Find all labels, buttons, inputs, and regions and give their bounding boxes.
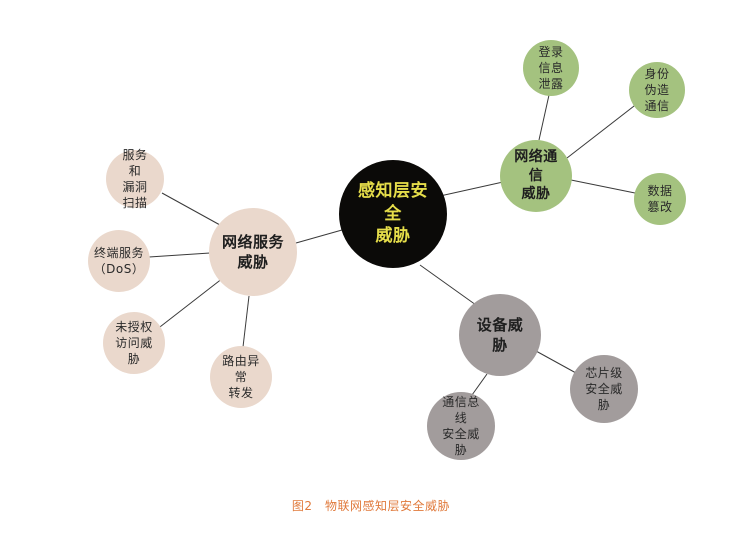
link-center-device: [419, 264, 477, 306]
link-network-service-leaf-2: [148, 252, 211, 258]
link-device-leaf-2: [471, 373, 488, 396]
leaf-label-line-1: 未授权: [115, 319, 153, 334]
link-network-service-leaf-4: [242, 295, 250, 348]
leaf-label-line-2: 安全威胁: [585, 381, 623, 413]
leaf-label-line-2: 伪造通信: [644, 82, 670, 114]
leaf-label-line-1: 身份: [644, 66, 670, 81]
category-node-device: 设备威胁: [459, 294, 541, 376]
leaf-node-unauthorized-access: 未授权 访问威胁: [103, 312, 165, 374]
leaf-node-data-tampering: 数据 篡改: [634, 173, 686, 225]
leaf-label-line-1: 路由异常: [222, 353, 260, 384]
link-network-service-leaf-1: [161, 192, 221, 226]
leaf-label-line-1: 通信总线: [442, 394, 480, 425]
leaf-label-line-2: 信息泄露: [538, 60, 564, 92]
category-node-network-service: 网络服务 威胁: [209, 208, 297, 296]
leaf-label-line-2: 转发: [228, 386, 254, 401]
link-network-comm-leaf-1: [538, 94, 550, 141]
link-network-service-leaf-3: [155, 277, 224, 331]
link-network-comm-leaf-3: [570, 179, 636, 194]
leaf-node-routing-anomaly: 路由异常 转发: [210, 346, 272, 408]
leaf-label-line-2: 安全威胁: [442, 427, 480, 458]
category-label-line-1: 设备威胁: [476, 315, 524, 354]
leaf-label-line-2: 访问威胁: [115, 335, 153, 367]
leaf-label-line-1: 终端服务: [94, 245, 145, 260]
leaf-node-comm-bus: 通信总线 安全威胁: [427, 392, 495, 460]
link-center-network-service: [295, 229, 343, 244]
leaf-label-line-2: 漏洞扫描: [122, 180, 148, 211]
leaf-label-line-1: 登录: [538, 44, 564, 59]
leaf-node-identity-spoofing: 身份 伪造通信: [629, 62, 685, 118]
leaf-label-line-2: （DoS）: [93, 262, 145, 276]
leaf-node-login-info-leak: 登录 信息泄露: [523, 40, 579, 96]
link-center-network-comm: [439, 181, 504, 197]
category-label-line-1: 网络服务: [221, 232, 284, 251]
leaf-label-line-1: 服务和: [122, 147, 148, 178]
center-node-line-2: 威胁: [375, 226, 411, 247]
leaf-label-line-1: 数据: [647, 183, 673, 198]
center-node-line-1: 感知层安全: [358, 180, 428, 224]
link-device-leaf-1: [535, 350, 577, 374]
figure-caption: 图2 物联网感知层安全威胁: [291, 499, 451, 513]
category-node-network-comm: 网络通信 威胁: [500, 140, 572, 212]
leaf-label-line-2: 篡改: [647, 200, 673, 214]
category-label-line-1: 网络通信: [514, 148, 558, 184]
category-label-line-2: 威胁: [521, 186, 551, 203]
leaf-node-chip-level: 芯片级 安全威胁: [570, 355, 638, 423]
leaf-node-dos: 终端服务 （DoS）: [88, 230, 150, 292]
center-node: 感知层安全 威胁: [339, 160, 447, 268]
link-network-comm-leaf-2: [566, 102, 639, 159]
category-label-line-2: 威胁: [237, 253, 269, 271]
leaf-node-vuln-scan: 服务和 漏洞扫描: [106, 147, 164, 211]
leaf-label-line-1: 芯片级: [585, 365, 623, 380]
